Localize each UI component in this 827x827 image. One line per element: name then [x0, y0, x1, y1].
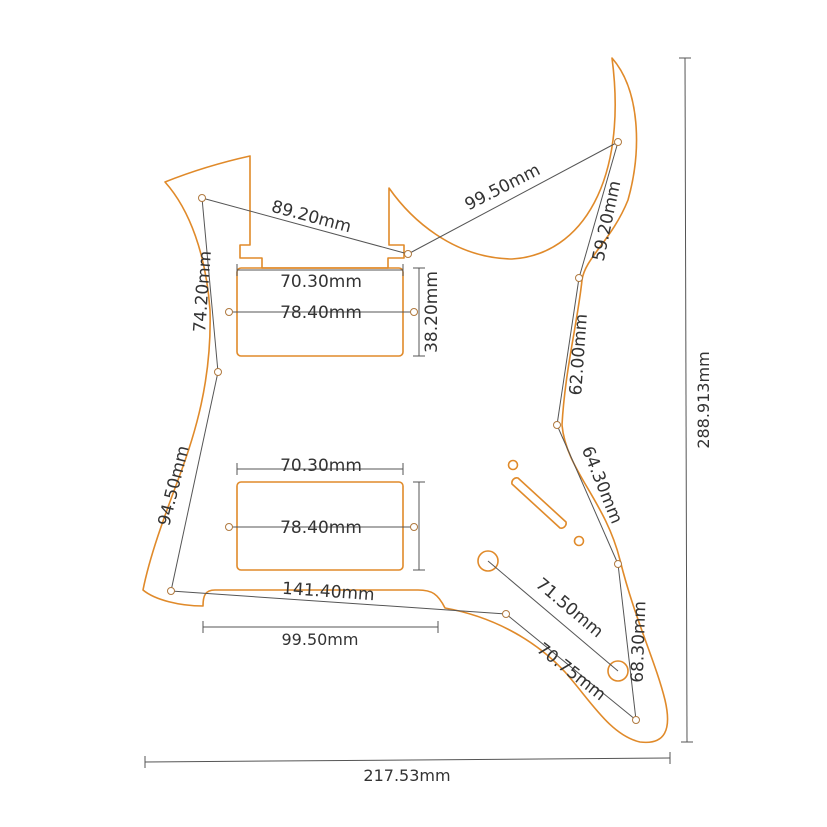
screw-hole: [410, 523, 418, 531]
control-hole-small-2: [573, 535, 585, 547]
switch-slot: [511, 477, 567, 529]
screw-hole: [575, 274, 583, 282]
screw-hole: [410, 308, 418, 316]
screw-hole: [225, 308, 233, 316]
label-bottom-cutout-width: 99.50mm: [282, 630, 359, 649]
label-jack-span: 71.50mm: [531, 574, 607, 642]
control-hole-small-1: [507, 459, 519, 471]
screw-hole: [214, 368, 222, 376]
label-neck-pickup-width: 70.30mm: [280, 272, 362, 292]
screw-measurement-lines: [170, 141, 637, 721]
label-top-right-span: 99.50mm: [462, 160, 544, 215]
label-bottom-span: 141.40mm: [281, 579, 375, 605]
label-left-lower-span: 94.50mm: [155, 444, 194, 528]
knob-hole-1: [477, 550, 499, 572]
screw-hole: [553, 421, 561, 429]
screw-holes: [167, 138, 640, 724]
label-overall-width: 217.53mm: [363, 766, 450, 785]
label-bridge-pickup-width: 70.30mm: [280, 456, 362, 476]
label-left-upper-span: 74.20mm: [190, 250, 216, 333]
label-top-left-span: 89.20mm: [269, 197, 353, 237]
screw-hole: [404, 250, 412, 258]
pickguard-outline: [142, 57, 669, 744]
label-neck-pickup-height: 38.20mm: [422, 271, 442, 353]
label-right-bottom-span: 68.30mm: [628, 601, 651, 683]
screw-hole: [632, 716, 640, 724]
label-right-middle-span: 62.00mm: [566, 313, 592, 396]
label-bridge-pickup-mount: 78.40mm: [280, 518, 362, 538]
screw-hole: [614, 560, 622, 568]
bridge-pickup-cavity: [236, 481, 404, 571]
screw-hole: [167, 587, 175, 595]
dimension-bars: [144, 57, 693, 768]
label-right-upper-span: 59.20mm: [589, 179, 626, 263]
screw-hole: [614, 138, 622, 146]
label-bottom-right-span: 70.75mm: [533, 639, 610, 705]
screw-hole: [502, 610, 510, 618]
screw-hole: [225, 523, 233, 531]
screw-hole: [198, 194, 206, 202]
label-neck-pickup-mount: 78.40mm: [280, 303, 362, 323]
label-overall-height: 288.913mm: [694, 351, 713, 448]
knob-hole-2: [607, 660, 629, 682]
